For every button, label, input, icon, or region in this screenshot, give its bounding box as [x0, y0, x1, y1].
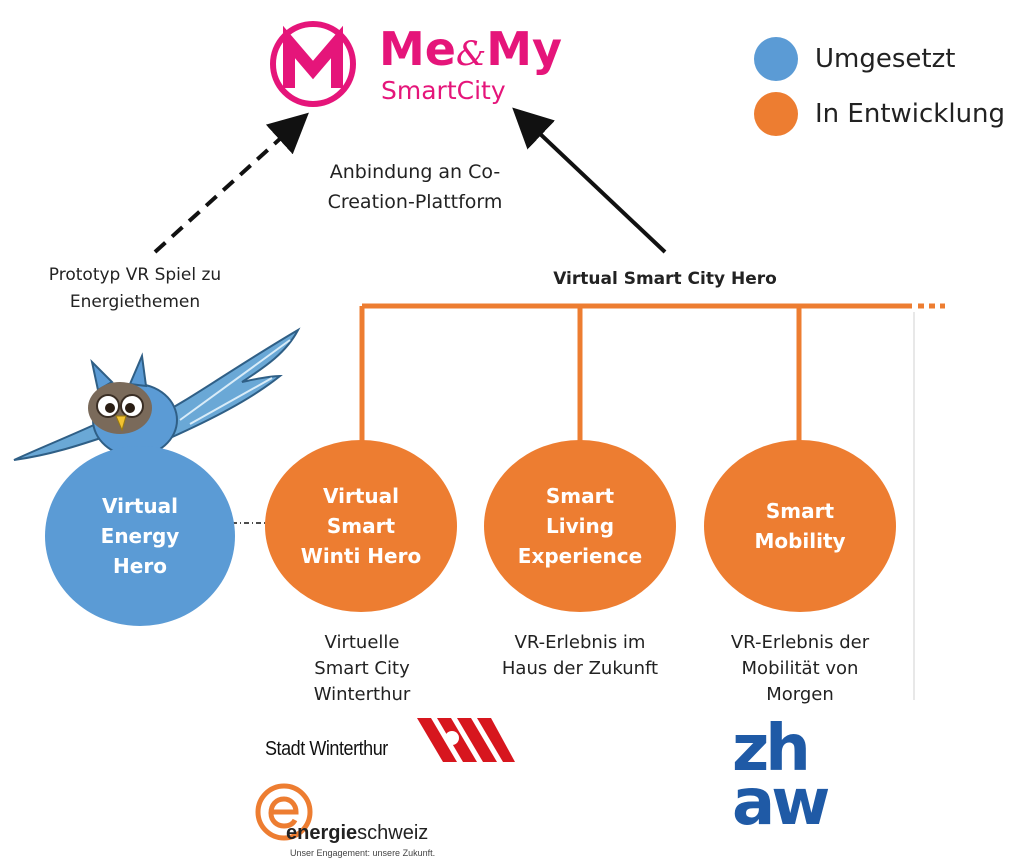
caption-line: Morgen: [766, 684, 834, 705]
energieschweiz-e-icon: [255, 783, 313, 841]
caption-line: Winterthur: [313, 684, 411, 705]
node-line: Mobility: [754, 529, 846, 553]
node-line: Virtual: [102, 494, 178, 518]
branch-title: Virtual Smart City Hero: [553, 269, 777, 289]
prototype-label-line2: Energiethemen: [69, 292, 201, 312]
winterthur-coat-of-arms-icon: [417, 718, 515, 762]
node-line: Smart: [545, 484, 615, 508]
node-line: Living: [545, 514, 615, 538]
zhaw-logo: zh aw: [728, 717, 848, 845]
node-line: Virtual: [322, 484, 399, 508]
owl-right-wing: [148, 327, 301, 440]
node-line: Hero: [113, 554, 167, 578]
node-line: Experience: [517, 544, 643, 568]
energieschweiz-logo: energieschweiz Unser Engagement: unsere …: [250, 778, 480, 862]
caption-line: Haus der Zukunft: [501, 658, 659, 679]
connection-label: Anbindung an Co- Creation-Plattform: [300, 157, 530, 217]
node-smart-mobility: Smart Mobility: [704, 440, 896, 612]
caption-haus-der-zukunft: VR-Erlebnis im Haus der Zukunft: [470, 630, 690, 682]
caption-line: Mobilität von: [741, 658, 859, 679]
legend-dot-umgesetzt: [754, 37, 798, 81]
legend-label-in-entwicklung: In Entwicklung: [815, 99, 1006, 129]
memy-title: Me&My: [379, 22, 563, 76]
stadt-winterthur-text: Stadt Winterthur: [265, 738, 388, 760]
zhaw-logo-bottom: aw: [732, 766, 830, 840]
memy-subtitle: SmartCity: [381, 76, 506, 105]
node-line: Winti Hero: [300, 544, 422, 568]
legend-label-umgesetzt: Umgesetzt: [815, 44, 956, 74]
node-line: Smart: [765, 499, 835, 523]
zhaw-logo-top: zh: [732, 712, 811, 786]
owl-illustration: [13, 327, 301, 461]
caption-mobilitaet: VR-Erlebnis der Mobilität von Morgen: [690, 630, 910, 708]
memy-logo: Me&My SmartCity: [267, 20, 567, 110]
connection-label-line1: Anbindung an Co-: [329, 161, 501, 183]
owl-left-wing: [13, 422, 113, 461]
legend-dot-in-entwicklung: [754, 92, 798, 136]
energieschweiz-tagline: Unser Engagement: unsere Zukunft.: [290, 848, 436, 858]
node-line: Energy: [100, 524, 180, 548]
caption-line: Virtuelle: [324, 632, 400, 653]
caption-line: VR-Erlebnis im: [514, 632, 646, 653]
connection-label-line2: Creation-Plattform: [327, 191, 503, 213]
energieschweiz-wordmark: energieschweiz: [286, 822, 429, 844]
caption-line: VR-Erlebnis der: [730, 632, 870, 653]
prototype-label-line1: Prototyp VR Spiel zu: [48, 265, 222, 285]
stadt-winterthur-logo: Stadt Winterthur: [265, 718, 525, 766]
prototype-arrow: [153, 112, 309, 254]
caption-winterthur: Virtuelle Smart City Winterthur: [262, 630, 462, 708]
memy-mark-icon: [270, 21, 356, 107]
node-virtual-smart-winti-hero: Virtual Smart Winti Hero: [265, 440, 457, 612]
node-line: Smart: [326, 514, 396, 538]
caption-line: Smart City: [314, 658, 410, 679]
node-virtual-energy-hero: Virtual Energy Hero: [45, 446, 235, 626]
prototype-label: Prototyp VR Spiel zu Energiethemen: [20, 262, 250, 316]
node-smart-living-experience: Smart Living Experience: [484, 440, 676, 612]
connection-arrow: [512, 107, 667, 254]
